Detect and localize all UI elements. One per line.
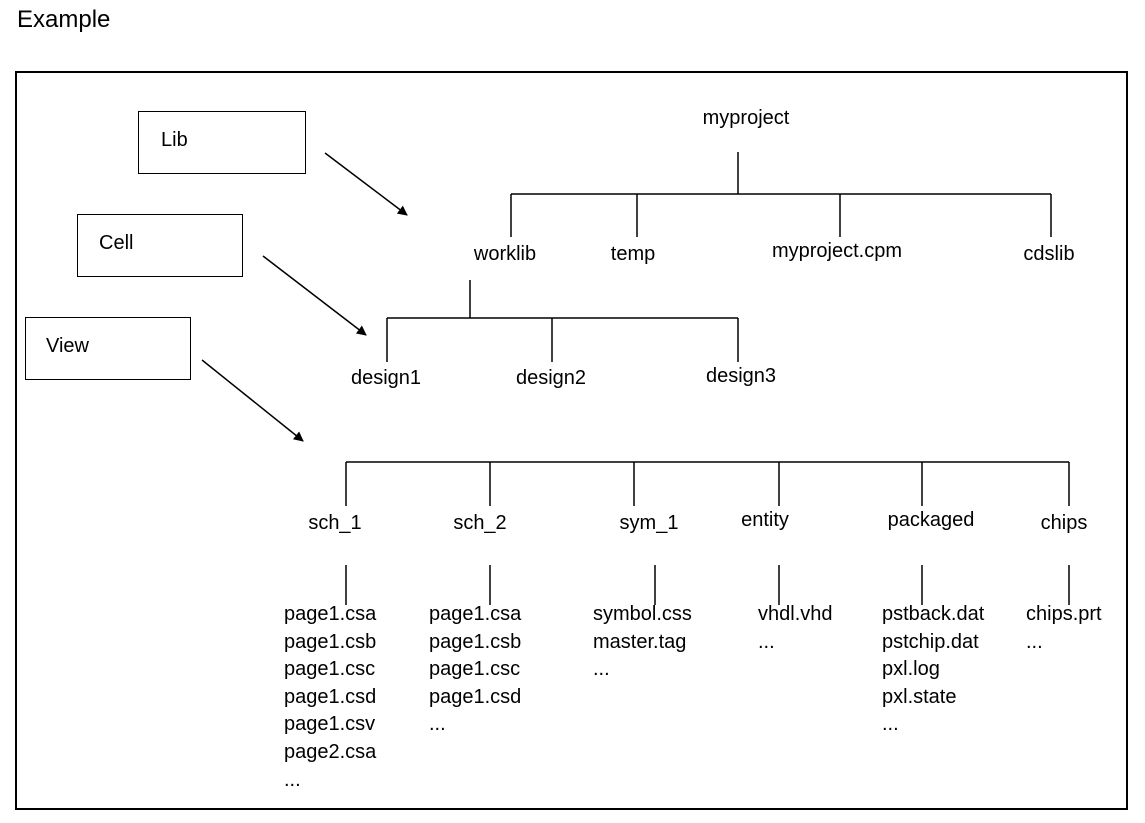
file-item: page1.csb [284, 630, 377, 653]
view-node: sym_1 [619, 512, 679, 534]
file-item: ... [284, 768, 301, 791]
view-node: chips [1040, 512, 1088, 534]
file-item: page1.csa [284, 603, 377, 625]
file-item: ... [429, 713, 446, 736]
root-node: myproject [702, 107, 790, 129]
lib-level-label: Lib [161, 129, 188, 151]
file-list-sch-1: page1.csa page1.csb page1.csc page1.csd page… [284, 601, 376, 794]
lib-level-box: Lib [138, 111, 306, 174]
lib-arrow [324, 152, 408, 216]
file-item: pxl.state [882, 685, 957, 708]
diagram-frame [15, 71, 1128, 810]
cell-level-box: Cell [77, 214, 243, 277]
diagram-heading: Example [17, 6, 111, 33]
file-item: page1.csd [284, 685, 377, 708]
project-item-worklib: worklib [473, 243, 537, 265]
file-item: ... [882, 713, 899, 736]
file-item: vhdl.vhd [758, 603, 833, 625]
file-item: page1.csd [429, 685, 522, 708]
cell-node: design2 [515, 367, 587, 389]
file-item: pxl.log [882, 658, 940, 681]
file-item: ... [758, 630, 775, 653]
file-item: pstback.dat [882, 603, 985, 625]
file-item: chips.prt [1026, 603, 1102, 625]
view-arrow [201, 359, 304, 442]
file-item: symbol.css [593, 603, 692, 625]
file-list-packaged: pstback.dat pstchip.dat pxl.log pxl.state..… [882, 601, 984, 739]
file-list-sym-1: symbol.css master.tag... [593, 601, 692, 684]
file-item: page1.csb [429, 630, 522, 653]
project-item-temp: temp [610, 243, 656, 265]
file-list-sch-2: page1.csa page1.csb page1.csc page1.csd... [429, 601, 521, 739]
view-level-box: View [25, 317, 191, 380]
file-list-chips: chips.prt... [1026, 601, 1102, 656]
view-node: sch_2 [453, 512, 507, 534]
file-item: master.tag [593, 630, 687, 653]
file-item: page1.csc [284, 658, 376, 681]
project-item-cpm: myproject.cpm [771, 240, 903, 262]
cell-level-label: Cell [99, 232, 134, 254]
view-node: packaged [887, 509, 975, 531]
file-item: page1.csa [429, 603, 522, 625]
cell-node: design1 [350, 367, 422, 389]
project-item-cdslib: cdslib [1023, 243, 1075, 265]
file-item: page1.csv [284, 713, 376, 736]
view-node: entity [741, 509, 789, 531]
cell-arrow [262, 255, 367, 336]
file-item: page2.csa [284, 740, 377, 763]
file-item: ... [1026, 630, 1043, 653]
view-level-label: View [46, 335, 89, 357]
file-list-entity: vhdl.vhd... [758, 601, 833, 656]
file-item: pstchip.dat [882, 630, 979, 653]
file-item: page1.csc [429, 658, 521, 681]
cell-node: design3 [705, 365, 777, 387]
view-node: sch_1 [308, 512, 362, 534]
file-item: ... [593, 658, 610, 681]
